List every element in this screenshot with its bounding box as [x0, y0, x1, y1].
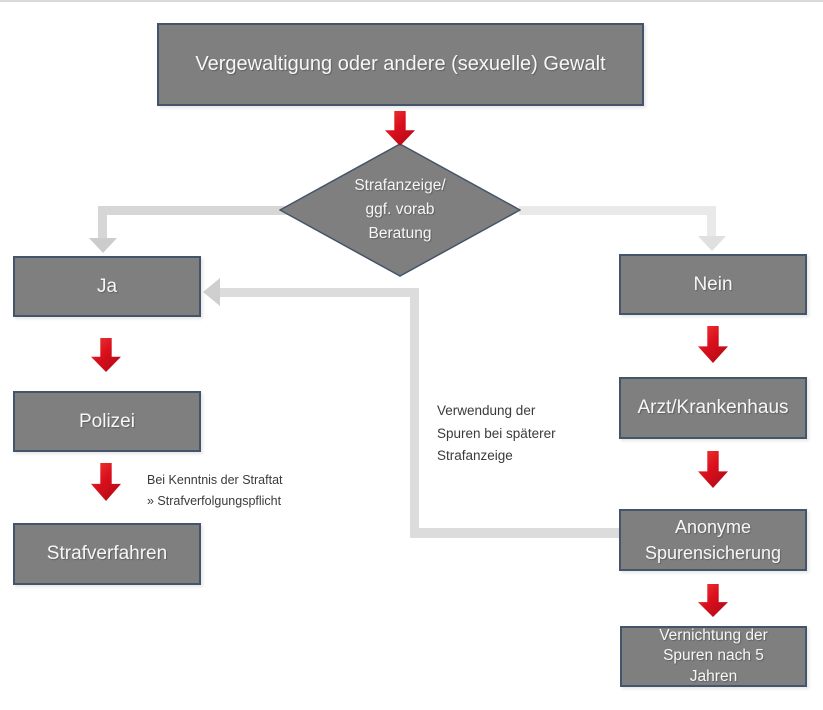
node-strafverfahren-label: Strafverfahren: [46, 543, 168, 564]
connector-feedback-bottom: [410, 528, 621, 538]
node-vernichtung-der-spuren: Vernichtung der Spuren nach 5 Jahren: [620, 626, 807, 687]
node-vernichtung-line: Spuren nach 5: [663, 647, 764, 665]
connector-diamond-to-ja-vertical: [98, 206, 107, 239]
annotation-verwendung-der-spuren: Verwendung der Spuren bei späterer Straf…: [437, 400, 556, 468]
connector-diamond-to-ja-horizontal: [100, 206, 292, 215]
connector-diamond-to-nein-horizontal: [519, 206, 716, 215]
node-arzt-label: Arzt/Krankenhaus: [637, 397, 789, 418]
node-anonyme-line: Anonyme: [674, 517, 752, 537]
decision-line: Beratung: [368, 225, 432, 242]
node-anonyme-spurensicherung: Anonyme Spurensicherung: [619, 509, 807, 571]
top-divider: [0, 0, 823, 2]
annotation-line: » Strafverfolgungspflicht: [147, 494, 282, 508]
node-polizei: Polizei: [13, 391, 201, 452]
connector-feedback-top: [219, 288, 419, 297]
node-vernichtung-line: Vernichtung der: [659, 626, 768, 644]
node-arzt-krankenhaus: Arzt/Krankenhaus: [619, 377, 807, 439]
connector-feedback-vertical: [410, 288, 419, 538]
arrowhead-down-to-nein-icon: [698, 236, 726, 251]
red-down-arrow-title-to-diamond-icon: [385, 111, 415, 146]
red-down-arrow-polizei-to-strafverfahren-icon: [91, 463, 121, 501]
node-ja-label: Ja: [96, 275, 118, 297]
node-vernichtung-line: Jahren: [689, 667, 738, 685]
node-nein-label: Nein: [693, 273, 733, 295]
connector-diamond-to-nein-vertical: [707, 206, 716, 237]
annotation-strafverfolgungspflicht: Bei Kenntnis der Straftat » Strafverfolg…: [147, 470, 283, 512]
decision-diamond-shape: [279, 143, 521, 277]
annotation-line: Spuren bei späterer: [437, 425, 556, 441]
decision-line: Strafanzeige/: [354, 177, 446, 194]
arrowhead-left-to-ja-icon: [203, 278, 220, 306]
annotation-line: Verwendung der: [437, 403, 536, 418]
node-polizei-label: Polizei: [79, 410, 135, 432]
decision-line: ggf. vorab: [365, 201, 435, 218]
red-down-arrow-ja-to-polizei-icon: [91, 338, 121, 372]
red-down-arrow-arzt-to-anonyme-icon: [698, 451, 728, 488]
node-title-label: Vergewaltigung oder andere (sexuelle) Ge…: [195, 53, 606, 75]
annotation-line: Bei Kenntnis der Straftat: [147, 473, 283, 487]
red-down-arrow-anonyme-to-vernichtung-icon: [698, 584, 728, 617]
node-ja: Ja: [13, 256, 201, 317]
node-strafverfahren: Strafverfahren: [13, 523, 201, 585]
node-title: Vergewaltigung oder andere (sexuelle) Ge…: [157, 23, 644, 106]
node-anonyme-line: Spurensicherung: [644, 543, 782, 563]
node-nein: Nein: [619, 254, 807, 315]
decision-diamond: Strafanzeige/ ggf. vorab Beratung: [279, 143, 521, 277]
arrowhead-down-to-ja-icon: [89, 238, 117, 253]
red-down-arrow-nein-to-arzt-icon: [698, 326, 728, 363]
annotation-line: Strafanzeige: [437, 448, 513, 463]
